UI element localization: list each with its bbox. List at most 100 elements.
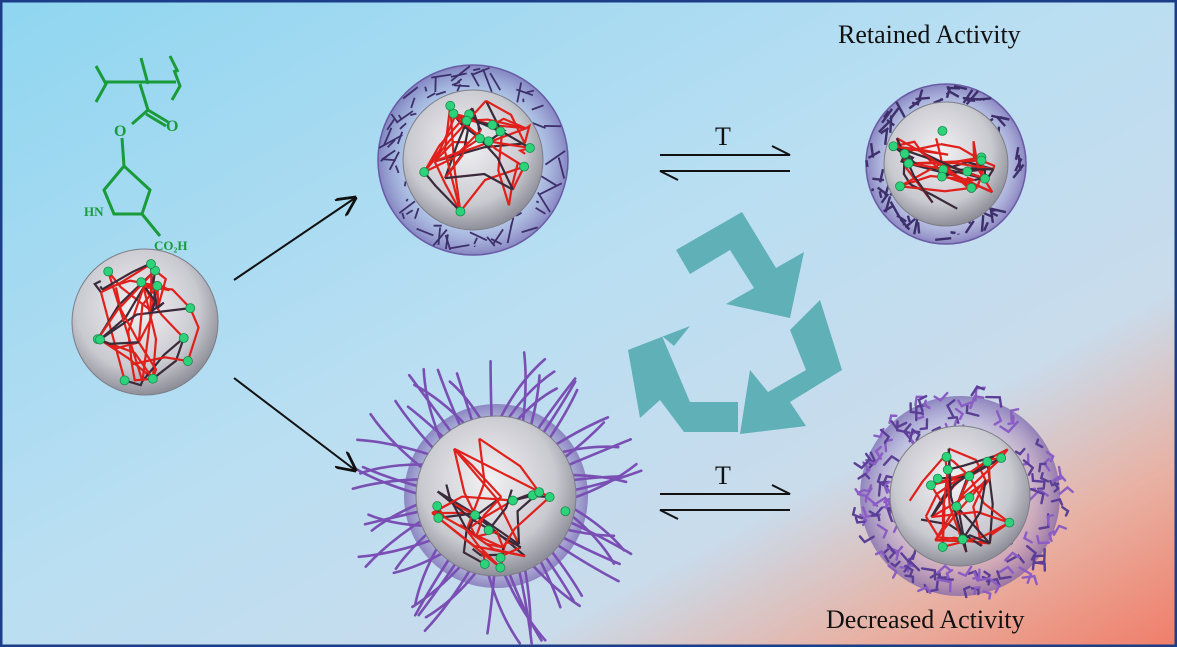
network-strand (475, 496, 503, 538)
brush-chain (534, 377, 577, 433)
shell-chain (1014, 146, 1020, 160)
catalyst-bead (534, 487, 545, 498)
mesh-shell-particle (377, 64, 569, 256)
catalyst-bead (183, 356, 193, 366)
brush-chain (566, 519, 633, 556)
shell-chain (490, 238, 502, 245)
collapsed-chain (1010, 408, 1020, 422)
catalyst-bead (544, 492, 555, 502)
collapsed-chain (887, 564, 898, 579)
network-strand (921, 151, 994, 171)
shell-chain (416, 227, 434, 237)
network-strand (961, 480, 987, 541)
network-strand (107, 271, 144, 382)
brush-chain (370, 501, 422, 532)
shell-chain (437, 227, 442, 246)
catalyst-bead (941, 451, 952, 462)
shell-chain (432, 229, 448, 247)
collapsed-chain (853, 457, 872, 470)
collapsed-chain (1052, 524, 1068, 536)
network-strand (114, 287, 140, 343)
catalyst-bead (146, 259, 156, 269)
brush-chain (507, 569, 543, 642)
shell-chain (865, 159, 869, 168)
collapsed-chain (973, 586, 981, 596)
network-strand (466, 528, 526, 558)
collapsed-chain (996, 570, 1012, 580)
network-strand (124, 379, 144, 387)
collapsed-chain (907, 551, 921, 572)
network-strand (931, 510, 1010, 524)
network-strand (151, 301, 165, 312)
network-strand (947, 448, 968, 553)
network-strand (107, 270, 153, 312)
shell-chain (962, 89, 974, 104)
shell-chain (915, 96, 930, 101)
collapsed-chain (900, 552, 913, 573)
brush-chain (521, 351, 527, 427)
collapsed-chain (908, 431, 917, 446)
shell-chain (878, 120, 891, 133)
shell-chain (473, 67, 481, 72)
shell-chain (867, 150, 881, 159)
catalyst-bead (445, 100, 456, 111)
shell-chain (383, 127, 393, 146)
shell-chain (394, 165, 400, 174)
brush-chain (489, 360, 493, 422)
collapsed-chain (909, 402, 924, 415)
network-strand (131, 356, 189, 366)
collapsed-chain (914, 395, 924, 407)
collapsed-chain (874, 550, 886, 557)
shell-chain (401, 212, 405, 220)
collapsed-chain (933, 391, 949, 403)
catalyst-bead (937, 542, 948, 552)
collapsed-chain (957, 399, 972, 408)
temperature-label-top: T (715, 122, 731, 151)
catalyst-bead (932, 473, 943, 484)
shell-chain (965, 90, 980, 106)
network-strand (127, 287, 145, 365)
network-strand (100, 263, 152, 294)
temperature-label-bottom: T (715, 461, 731, 490)
shell-chain (557, 157, 566, 179)
shell-chain (410, 112, 417, 116)
collapsed-chain (874, 445, 883, 460)
shell-chain (544, 150, 566, 166)
shell-chain (881, 108, 893, 124)
network-strand (893, 145, 949, 156)
network-strand (465, 529, 502, 569)
brush-chain (486, 570, 496, 635)
network-strand (899, 185, 972, 193)
catalyst-bead (980, 173, 990, 184)
collapsed-chain (936, 564, 952, 574)
collapsed-chain (854, 488, 866, 495)
collapsed-chain (936, 578, 952, 593)
shell-chain (968, 220, 972, 225)
network-strand (130, 364, 153, 382)
shell-chain (453, 84, 470, 88)
catalyst-bead (419, 167, 430, 177)
collapsed-brush-particle (851, 385, 1074, 600)
collapsed-chain (1004, 551, 1020, 562)
collapsed-chain (1007, 415, 1015, 426)
collapsed-chain (989, 578, 1001, 594)
catalyst-bead (976, 155, 987, 166)
catalyst-bead (895, 181, 905, 192)
collapsed-chain (888, 414, 898, 425)
shell-chain (540, 175, 558, 187)
collapsed-chain (917, 394, 928, 413)
collapsed-chain (1029, 488, 1049, 501)
catalyst-bead (996, 453, 1007, 463)
shell-chain (912, 217, 919, 235)
brush-chain (357, 538, 435, 559)
catalyst-bead (152, 280, 163, 291)
brush-chain (394, 530, 431, 571)
collapsed-chain (1049, 479, 1060, 487)
catalyst-bead (495, 562, 506, 573)
catalyst-bead (479, 559, 490, 569)
shell-chain (405, 198, 409, 202)
shell-chain (1012, 163, 1025, 179)
collapsed-chain (999, 420, 1019, 434)
collapsed-chain (854, 516, 866, 524)
